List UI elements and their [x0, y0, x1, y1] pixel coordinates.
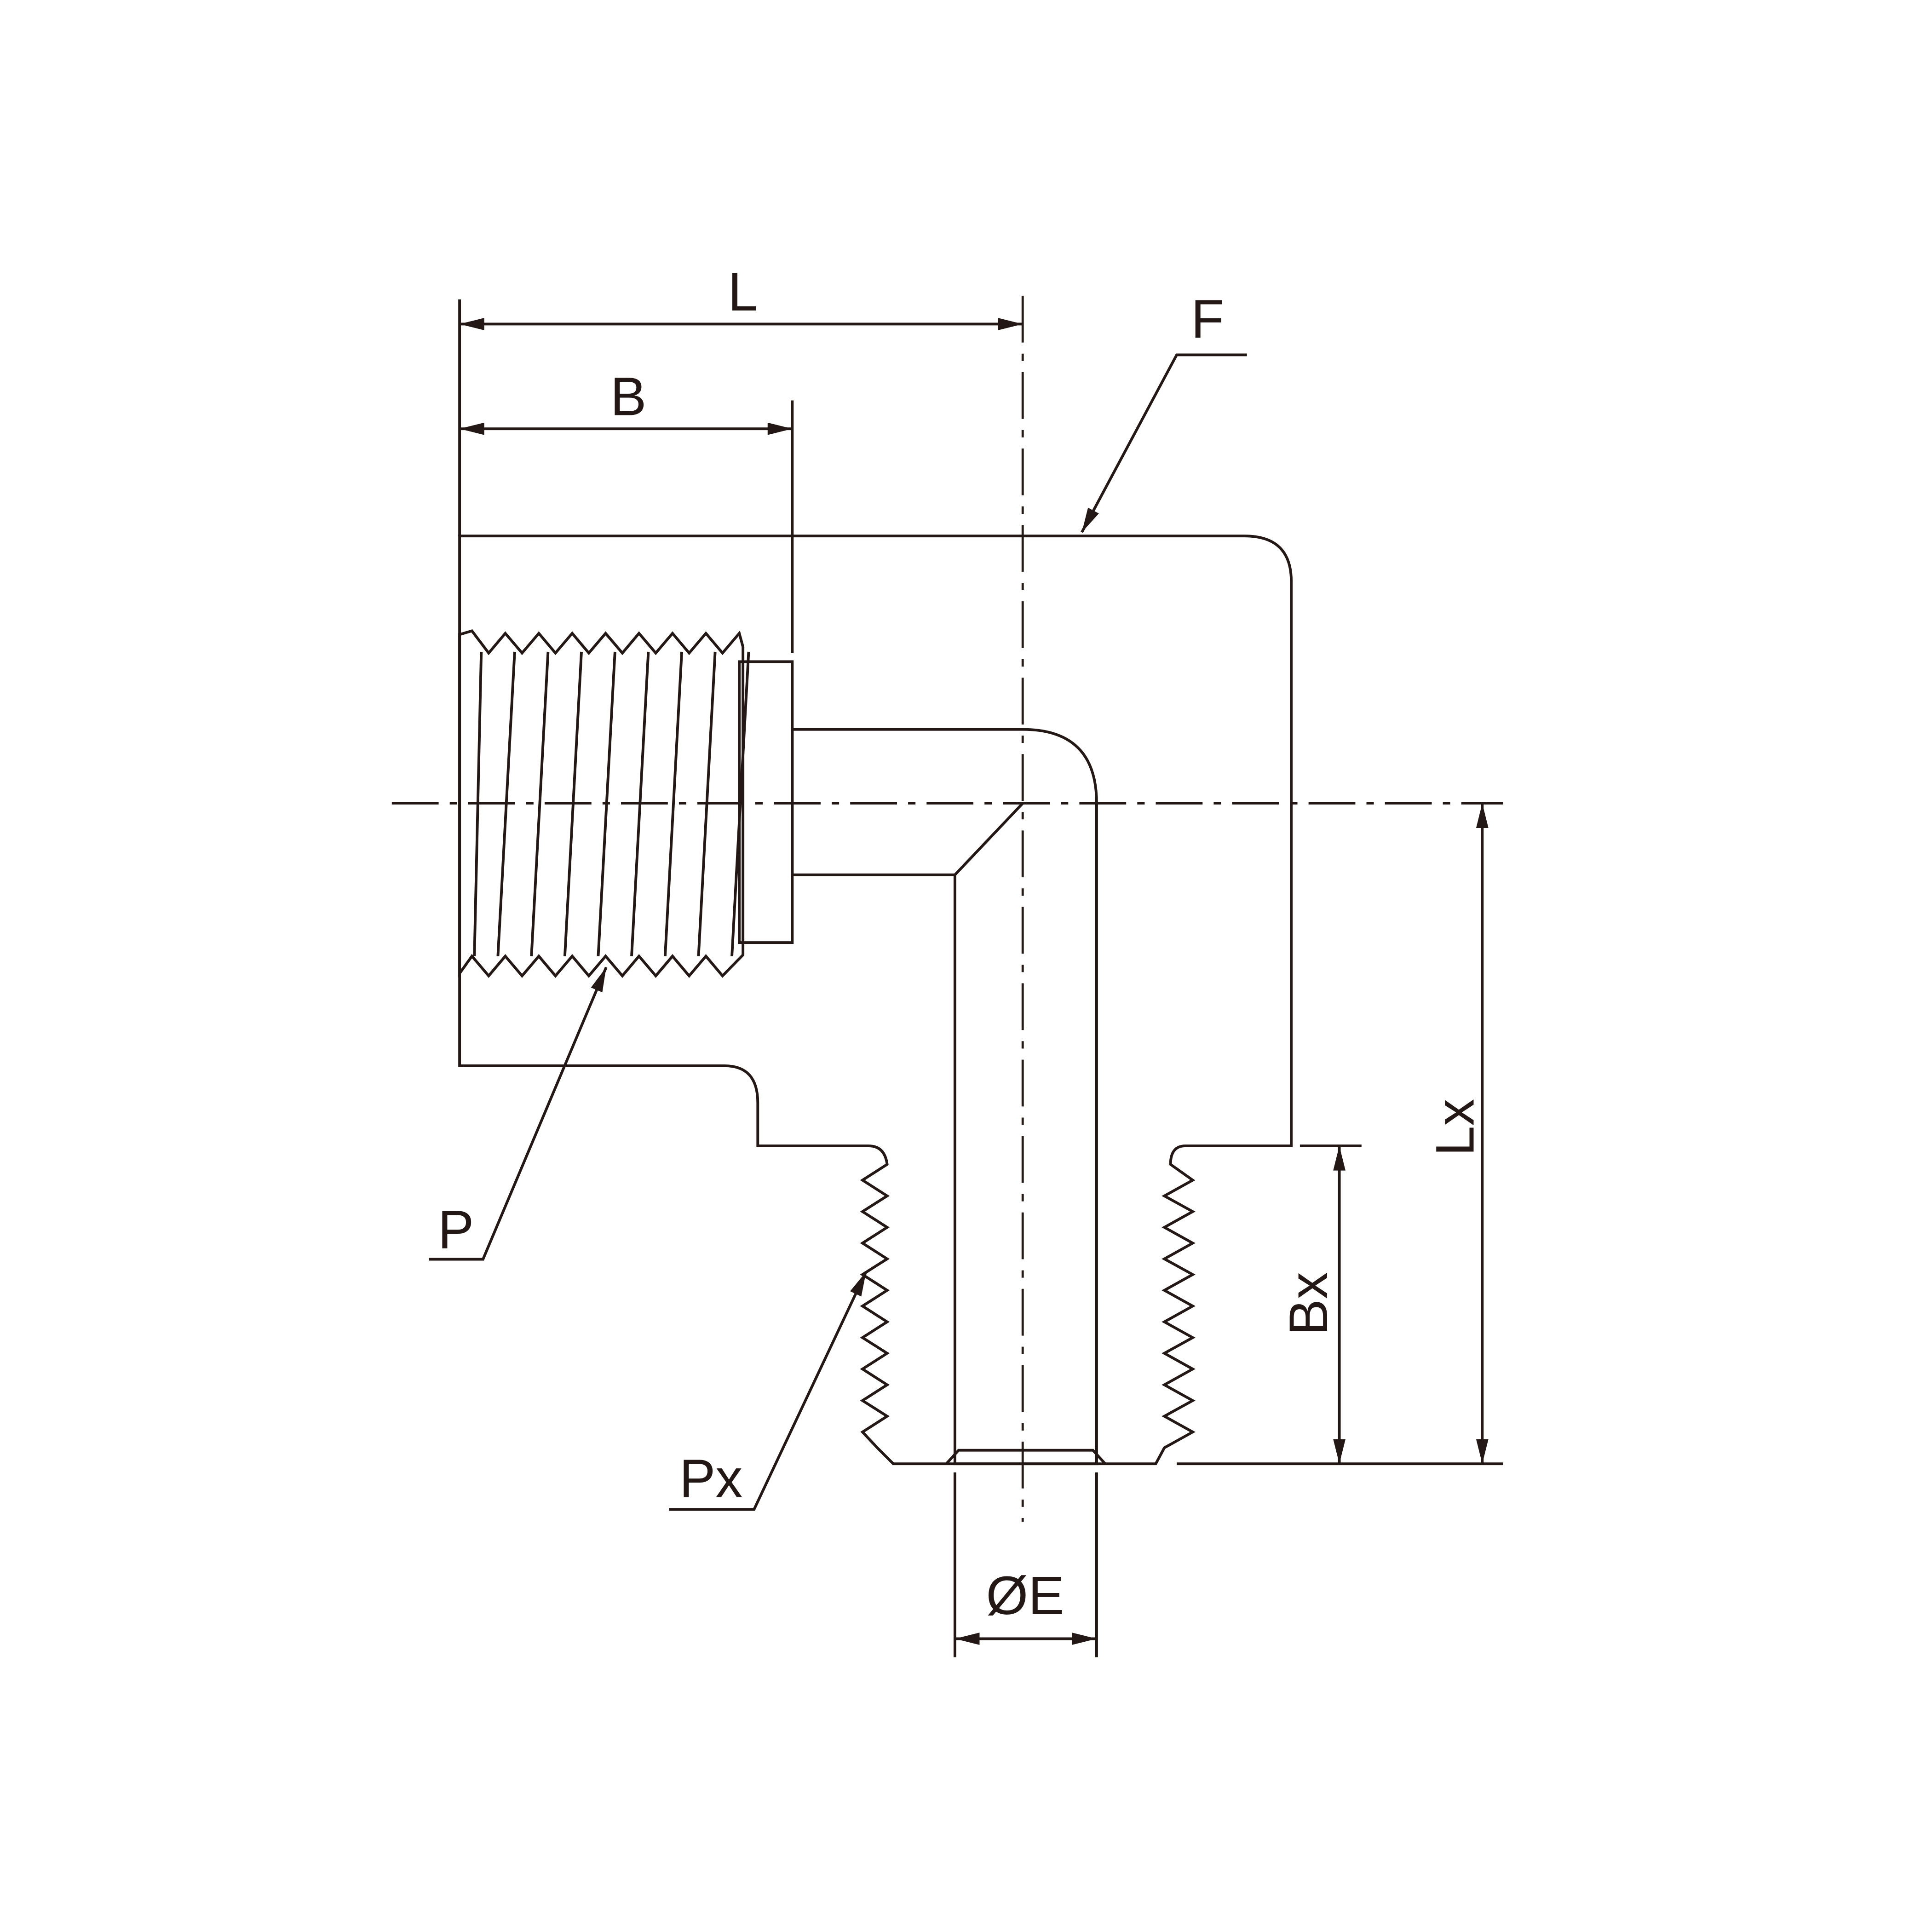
bore-chamfer: [945, 1449, 1106, 1465]
label-l: L: [728, 261, 758, 322]
label-e: ØE: [986, 1565, 1064, 1626]
label-f: F: [1191, 288, 1224, 349]
thread-line: [530, 651, 550, 956]
bore: [791, 728, 1098, 1466]
label-lx: Lx: [1425, 1099, 1485, 1156]
px-leader: [669, 1271, 868, 1511]
label-p: P: [438, 1199, 474, 1259]
p-leader: [429, 966, 608, 1261]
f-leader: [1081, 353, 1247, 533]
counterbore: [738, 660, 794, 944]
female-thread-cavity: [458, 629, 745, 978]
label-px: Px: [679, 1448, 743, 1508]
fitting-body: [458, 535, 1293, 1466]
bore-miter-line: [954, 802, 1024, 876]
thread-line: [663, 651, 683, 956]
label-bx: Bx: [1278, 1272, 1339, 1335]
label-b: B: [610, 366, 647, 427]
